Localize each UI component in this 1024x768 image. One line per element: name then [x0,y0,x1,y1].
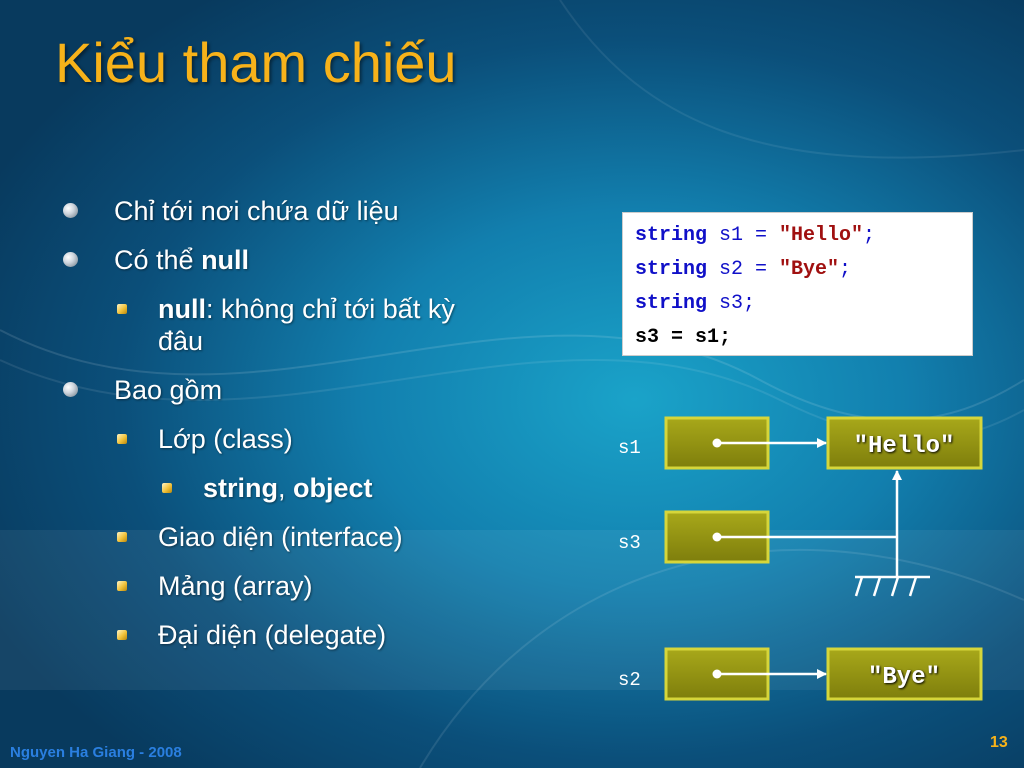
code-line: string s1 = "Hello"; [635,219,960,253]
code-variable: s1 = [707,224,780,247]
ground-hatch [872,576,882,597]
bullet-text: Bao gồm [114,375,223,405]
bullet-item: Đại diện (delegate) [60,619,580,651]
bullet-text: Mảng (array) [158,571,313,601]
bullet-bold-text: null [201,245,250,275]
sub-bullet-icon [117,581,127,591]
bullet-text: Giao diện (interface) [158,522,403,552]
ground-hatch [908,576,918,597]
page-number: 13 [990,734,1008,751]
code-line: string s2 = "Bye"; [635,253,960,287]
bullet-item: Lớp (class) [60,423,580,455]
object-label-hello: "Hello" [854,433,955,460]
var-label-s2: s2 [618,669,641,691]
code-punct: ; [863,224,876,247]
bullet-bold-text: string [203,473,279,503]
code-punct: ; [839,258,852,281]
object-box-hello [826,416,983,470]
code-keyword: string [635,224,708,247]
code-block: string s1 = "Hello"; string s2 = "Bye"; … [622,212,973,356]
sub-bullet-icon [117,630,127,640]
sub-bullet-icon [117,434,127,444]
bullet-item: Bao gồm [60,374,580,406]
code-plain: s3 = s1; [635,326,732,349]
bullet-text-continued: đâu [158,326,204,356]
bullet-text: , [278,473,294,503]
ground-hatch [854,576,864,597]
bullet-icon [63,382,78,397]
sub-sub-bullet-icon [162,483,172,493]
bullet-text: Có thể [114,245,202,275]
bullet-list: Chỉ tới nơi chứa dữ liệu Có thể null nul… [60,195,580,668]
reference-diagram: s1 s3 s2 "Hello" "Bye" [618,416,983,701]
footer-author: Nguyen Ha Giang - 2008 [10,744,182,761]
object-box-bye [826,647,983,701]
bullet-text: Đại diện (delegate) [158,620,387,650]
bullet-item: Chỉ tới nơi chứa dữ liệu [60,195,580,227]
code-line: s3 = s1; [635,321,960,355]
bullet-bold-text: object [293,473,373,503]
bullet-item: Mảng (array) [60,570,580,602]
bullet-item: Có thể null [60,244,580,276]
bullet-item: null: không chỉ tới bất kỳ đâu [60,293,580,357]
bullet-text: Lớp (class) [158,424,293,454]
var-label-s3: s3 [618,532,641,554]
bullet-bold-text: null [158,294,206,324]
bullet-icon [63,252,78,267]
bullet-text: Chỉ tới nơi chứa dữ liệu [114,196,399,226]
sub-bullet-icon [117,532,127,542]
code-line: string s3; [635,287,960,321]
var-label-s1: s1 [618,437,641,459]
bullet-item: Giao diện (interface) [60,521,580,553]
code-variable: s3; [707,292,756,315]
code-variable: s2 = [707,258,780,281]
code-string: "Bye" [779,258,840,281]
ground-hatch [890,576,900,597]
code-keyword: string [635,258,708,281]
bullet-text: : không chỉ tới bất kỳ [206,294,455,324]
code-keyword: string [635,292,708,315]
bullet-item: string, object [60,472,580,504]
code-string: "Hello" [779,224,864,247]
object-label-bye: "Bye" [868,664,940,691]
bullet-icon [63,203,78,218]
sub-bullet-icon [117,304,127,314]
slide-title: Kiểu tham chiếu [55,31,457,94]
